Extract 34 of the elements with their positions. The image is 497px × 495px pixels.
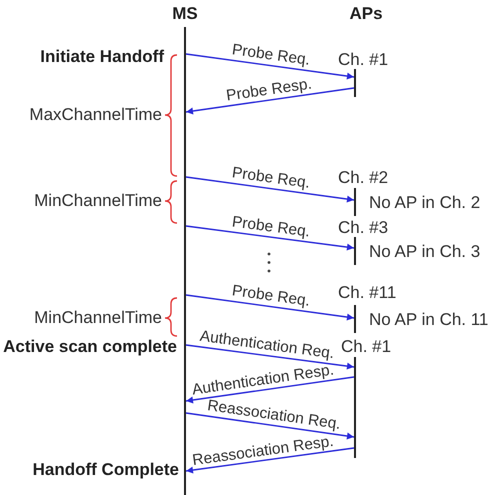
message-arrow [186,294,354,321]
lifeline-heading: MS [172,5,198,23]
event-label: Initiate Handoff [40,48,164,66]
message-arrow [186,53,354,80]
channel-label: Ch. #2 [338,169,388,187]
message-arrow [186,412,354,440]
event-label: Handoff Complete [32,461,179,479]
edge-label: Reassociation Resp. [191,432,334,469]
interval-label: MaxChannelTime [29,106,162,124]
interval-label: MinChannelTime [34,192,162,210]
interval-label: MinChannelTime [34,309,162,327]
channel-note: No AP in Ch. 2 [369,194,480,212]
edge-label: Authentication Req. [199,328,336,362]
message-arrow [186,376,354,404]
message-arrow [186,225,354,251]
column-heading: APs [349,5,383,23]
channel-label: Ch. #1 [338,51,388,69]
channel-label: Ch. #1 [341,338,392,356]
message-arrow [186,344,354,370]
edge-label: Probe Req. [231,41,312,69]
edge-label: Probe Req. [231,282,312,310]
channel-label: Ch. #11 [338,284,396,302]
message-arrow [186,87,354,114]
channel-note: No AP in Ch. 3 [369,243,480,261]
edge-label: Probe Req. [231,213,312,240]
edge-label: Probe Req. [231,164,312,192]
edge-label: Reassociation Req. [206,397,342,433]
message-arrow [186,176,354,203]
channel-label: Ch. #3 [338,219,388,237]
edge-label: Authentication Resp. [190,362,335,399]
message-arrow [186,447,354,474]
edge-label: Probe Resp. [224,75,312,104]
event-label: Active scan complete [3,338,177,356]
channel-note: No AP in Ch. 11 [369,311,488,329]
